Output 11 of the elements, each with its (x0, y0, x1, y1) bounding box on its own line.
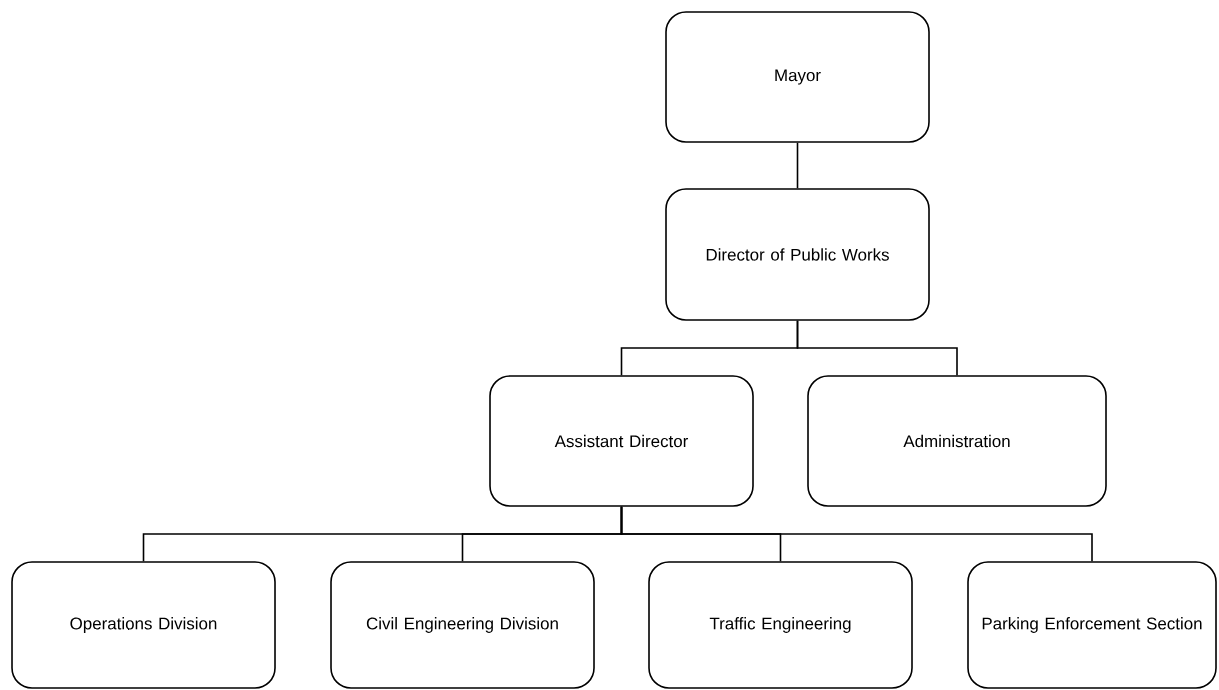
connector-line (796, 142, 799, 189)
org-box: Civil Engineering Division (330, 561, 595, 689)
org-box: Parking Enforcement Section (967, 561, 1217, 689)
connector-line (620, 506, 1093, 562)
org-box: Traffic Engineering (648, 561, 913, 689)
org-box: Operations Division (11, 561, 276, 689)
org-box: Assistant Director (489, 375, 754, 507)
org-box: Mayor (665, 11, 930, 143)
connector-line (796, 320, 958, 376)
org-box: Director of Public Works (665, 188, 930, 321)
org-box: Administration (807, 375, 1107, 507)
